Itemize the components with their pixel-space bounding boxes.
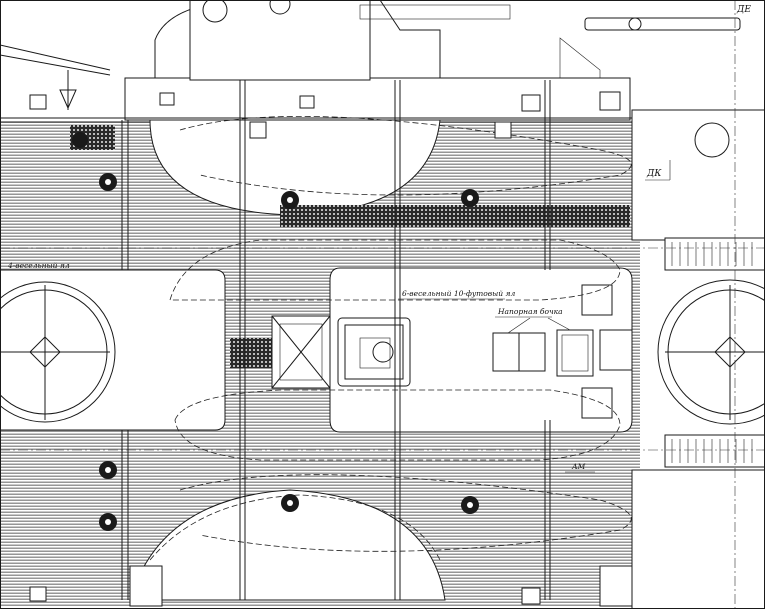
labels: ДЕ ДК 4-весельный ял 6-весельный 10-футо…: [5, 5, 751, 473]
label-am: АМ: [571, 462, 586, 471]
aft-superstructure: [631, 109, 765, 609]
turret-top: [149, 0, 601, 216]
turret-bottom: [129, 489, 446, 601]
left-hatch: [0, 281, 116, 423]
water-tank-group: [492, 284, 633, 419]
deck-fittings: [29, 91, 633, 607]
label-6-oar-boat: 6-весельный 10-футовый ял: [402, 289, 515, 298]
label-4-oar-boat: 4-весельный ял: [7, 261, 70, 270]
label-de: ДЕ: [736, 5, 751, 15]
stanchions: [121, 80, 551, 600]
right-hatch: [657, 279, 765, 425]
anchor-davit: [0, 44, 111, 110]
label-dk: ДК: [646, 169, 662, 179]
label-water-tank: Напорная бочка: [497, 307, 563, 316]
forward-structure: [0, 77, 640, 123]
bollards: [72, 132, 479, 531]
central-skylight: [271, 315, 411, 389]
gun-barrel-top: [584, 17, 741, 31]
